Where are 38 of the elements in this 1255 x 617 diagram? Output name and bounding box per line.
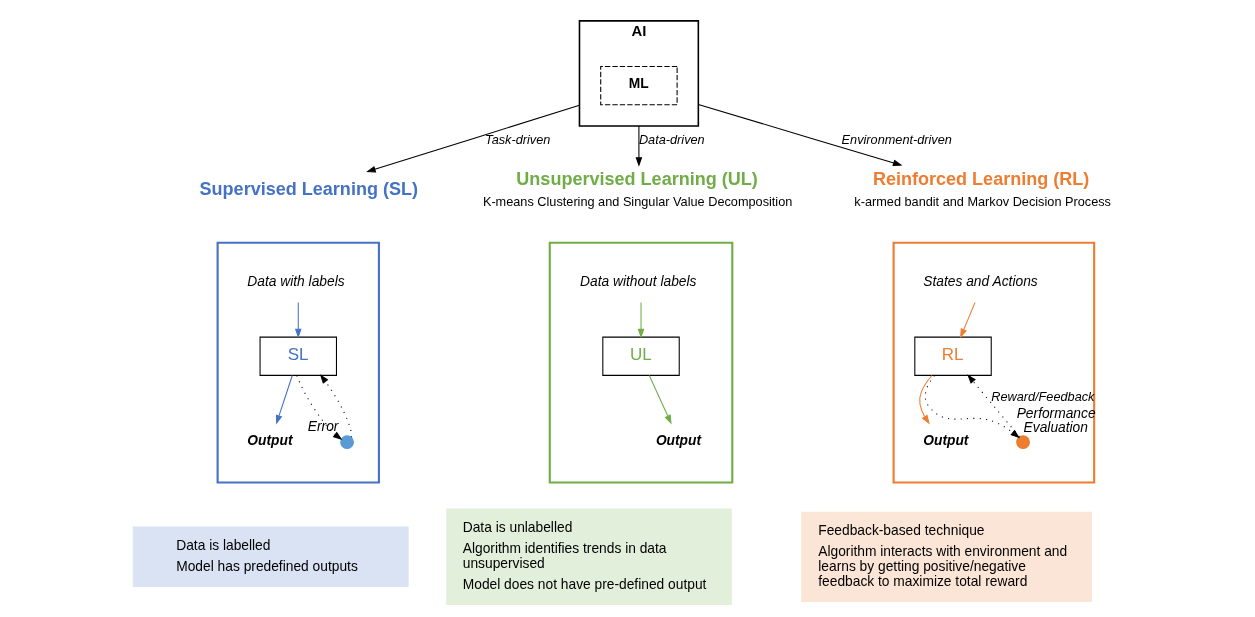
cluster — [892, 241, 1096, 484]
cluster — [548, 241, 734, 484]
arrow — [919, 375, 933, 425]
node-box: RL — [914, 336, 992, 376]
node-box: Feedback-based technique Algorithm interacts with environment and learns by getting positive/negative feedback to maximize total reward — [801, 511, 1093, 602]
arrow — [275, 374, 293, 425]
arrow — [635, 125, 643, 167]
node-circle — [1016, 435, 1030, 450]
node-label: Error — [307, 418, 339, 434]
arrow — [697, 103, 903, 167]
arrow — [967, 374, 1021, 438]
edge-label: Task-driven — [485, 131, 551, 147]
node-box: SL — [259, 336, 337, 376]
cluster — [216, 241, 380, 484]
arrow — [637, 301, 645, 339]
node-text: Data with labels — [247, 273, 345, 289]
node-text: Output — [923, 432, 969, 448]
node-text: Unsupervised Learning (UL) K-means Clustering and Singular Value Decomposition — [482, 168, 793, 210]
edge-label: Data-driven — [638, 131, 705, 147]
arrow — [366, 104, 580, 173]
node-text: Reinforced Learning (RL) k-armed bandit and Markov Decision Process — [854, 168, 1111, 210]
edge-label: Environment-driven — [841, 131, 952, 147]
node-box: Data is unlabelled Algorithm identifies trends in data unsupervised Model does not have pre-defined output — [446, 508, 732, 606]
node-text: Output — [655, 432, 702, 448]
arrow — [924, 374, 1020, 439]
node-circle — [340, 435, 354, 450]
node-text: Data without labels — [580, 273, 697, 289]
node-text: Output — [247, 432, 293, 448]
node-box: UL — [602, 336, 680, 376]
arrow — [648, 374, 672, 425]
node-text: States and Actions — [923, 273, 1038, 289]
arrow — [960, 301, 976, 339]
arrow — [296, 374, 343, 441]
node-box: Data is labelled Model has predefined outputs — [132, 526, 409, 588]
arrow — [319, 374, 352, 438]
node-text: Supervised Learning (SL) — [199, 178, 418, 199]
node-box: ML — [600, 66, 678, 106]
arrow — [294, 301, 302, 339]
